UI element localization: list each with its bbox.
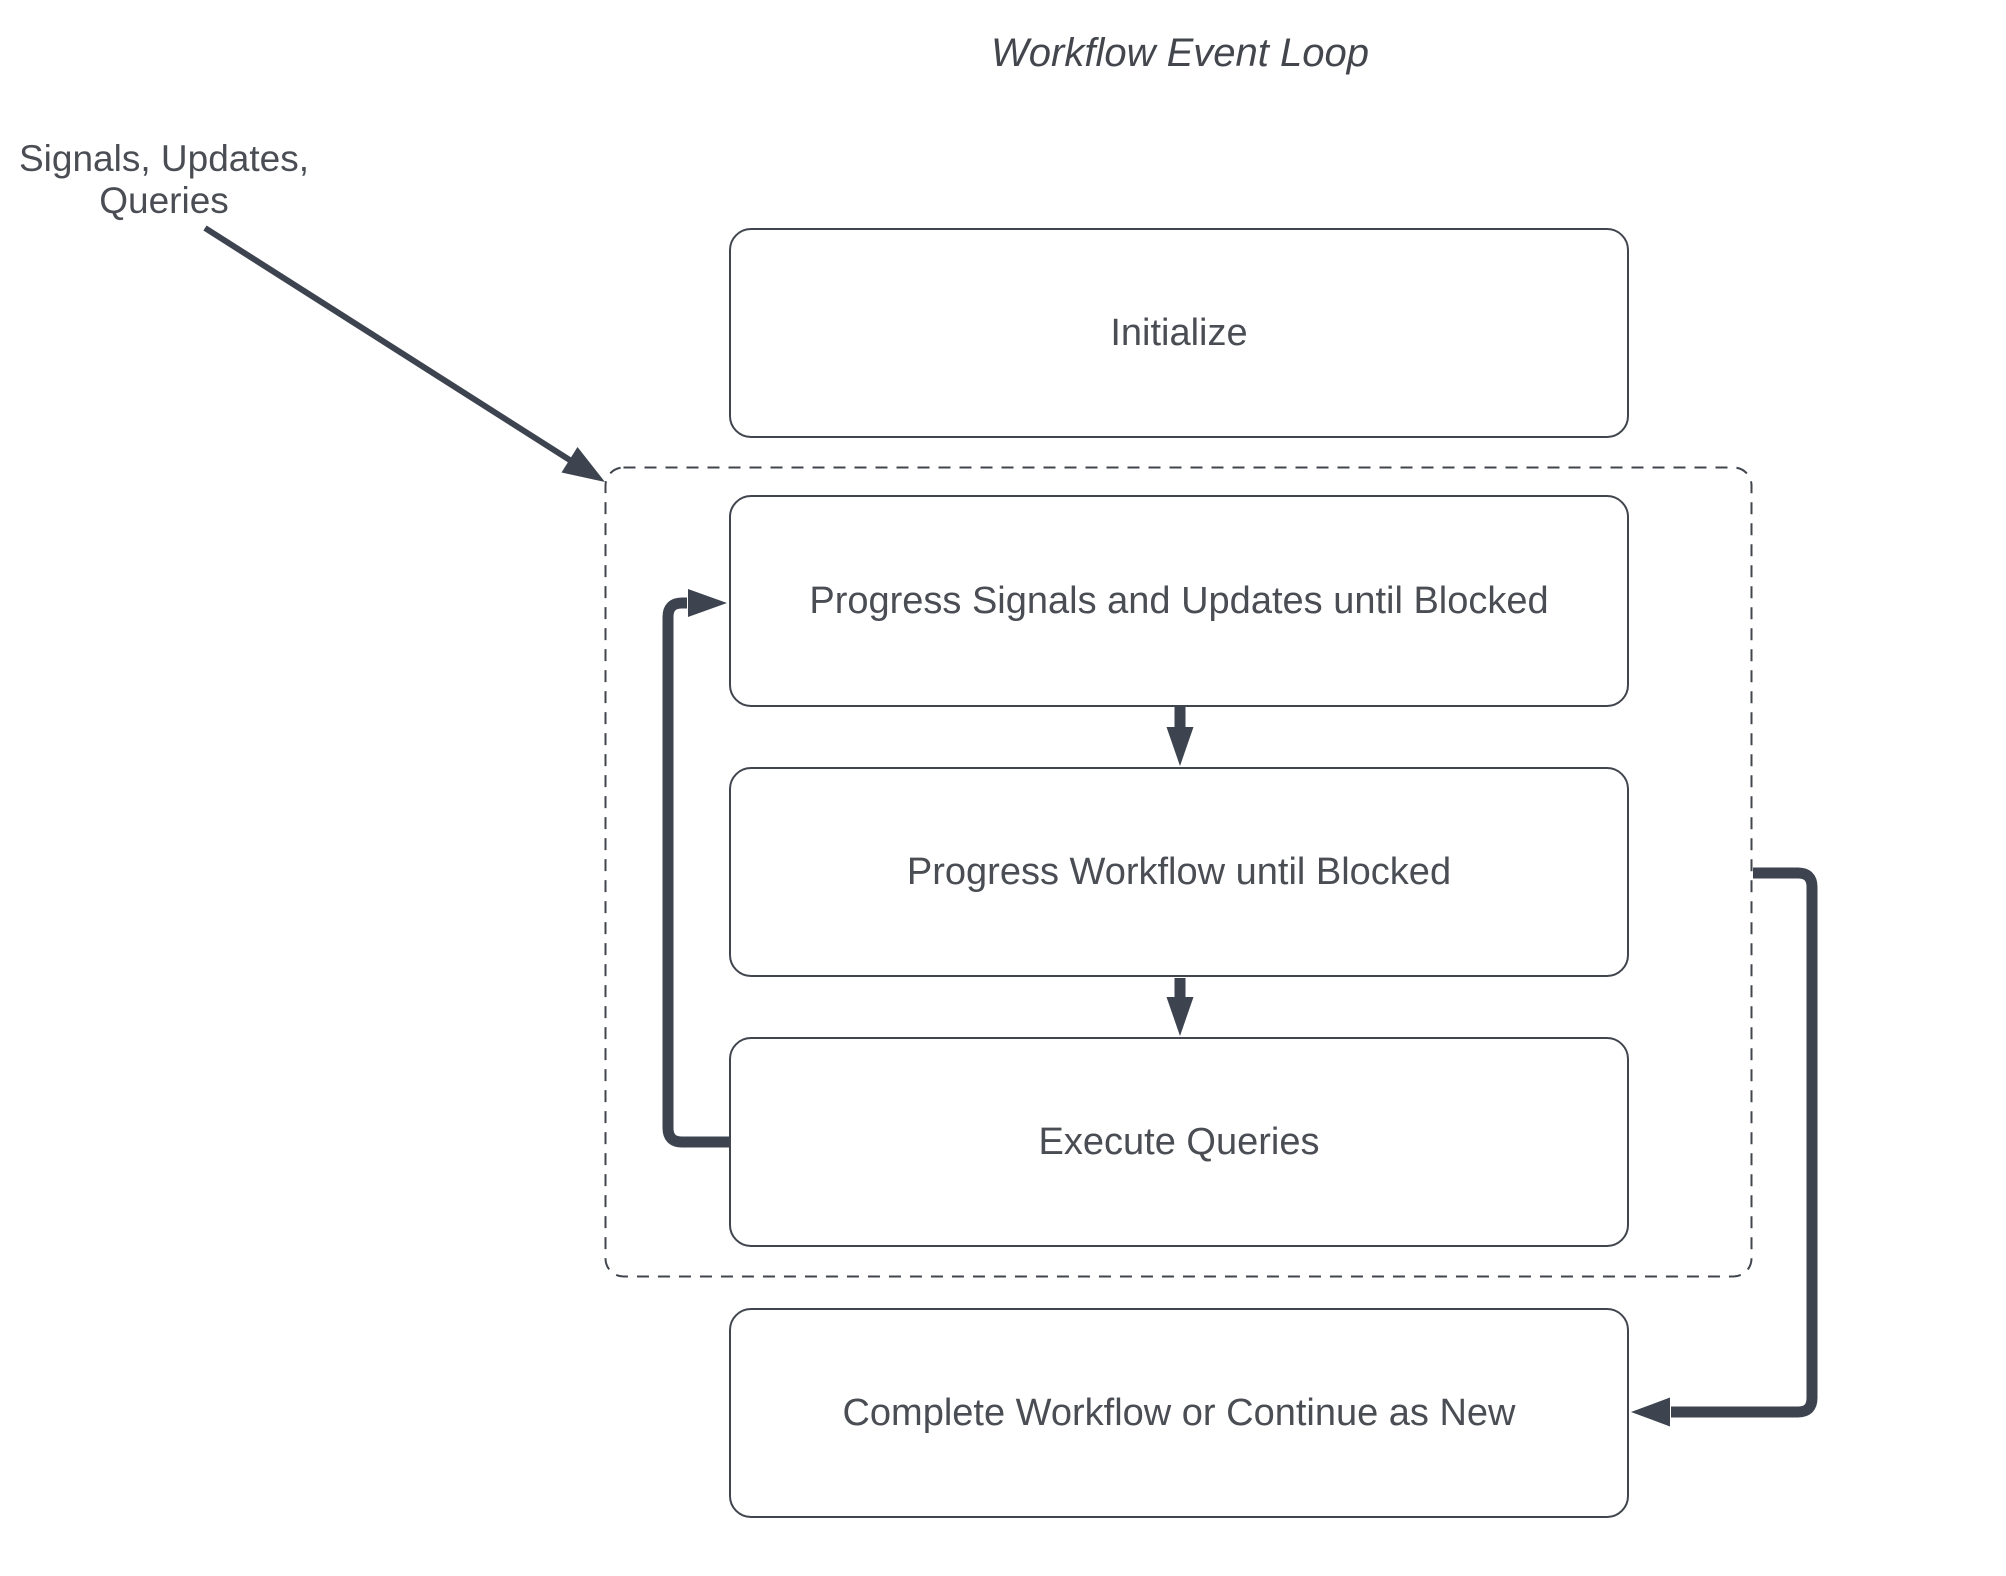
node-complete-workflow: Complete Workflow or Continue as New bbox=[729, 1308, 1629, 1518]
arrow-execute-queries-loop-back bbox=[662, 589, 729, 1148]
diagram-title: Workflow Event Loop bbox=[991, 31, 1369, 75]
arrow-signals-into-loop bbox=[203, 225, 605, 482]
node-execute-queries-label: Execute Queries bbox=[1038, 1120, 1320, 1163]
node-progress-signals-updates-label: Progress Signals and Updates until Block… bbox=[809, 579, 1549, 622]
node-initialize: Initialize bbox=[729, 228, 1629, 438]
node-progress-workflow-label: Progress Workflow until Blocked bbox=[906, 850, 1452, 893]
arrow-progress-signals-to-progress-workflow bbox=[1166, 706, 1194, 766]
node-progress-workflow: Progress Workflow until Blocked bbox=[729, 767, 1629, 977]
node-execute-queries: Execute Queries bbox=[729, 1037, 1629, 1247]
arrow-progress-workflow-to-execute-queries bbox=[1166, 978, 1194, 1036]
node-initialize-label: Initialize bbox=[1110, 311, 1248, 354]
node-complete-workflow-label: Complete Workflow or Continue as New bbox=[842, 1391, 1516, 1434]
node-progress-signals-updates: Progress Signals and Updates until Block… bbox=[729, 495, 1629, 707]
annotation-signals-updates-queries: Signals, Updates, Queries bbox=[8, 138, 320, 222]
annotation-line-1: Signals, Updates, bbox=[18, 138, 309, 179]
annotation-line-2: Queries bbox=[99, 180, 229, 221]
arrow-loop-exit-to-complete bbox=[1631, 867, 1818, 1427]
